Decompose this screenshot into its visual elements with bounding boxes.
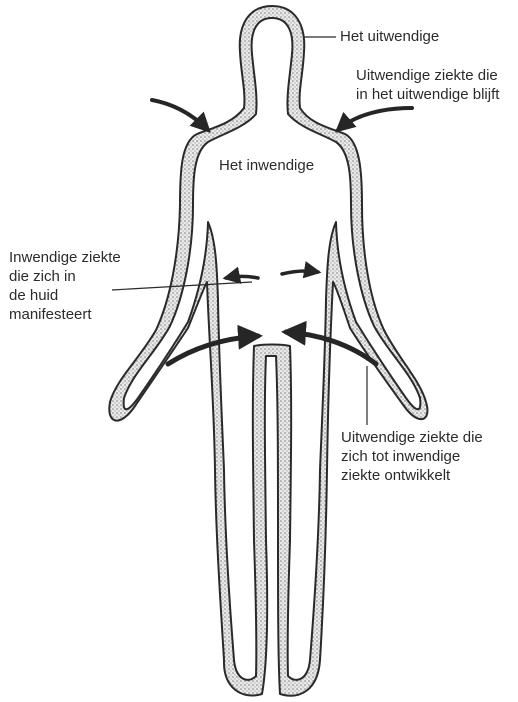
label-outer-line: Het uitwendige [340,27,439,46]
label-internal-disease-line-2: die zich in [9,267,121,286]
label-developing-disease-line-2: zich tot inwendige [341,447,483,466]
label-internal-disease-line-3: de huid [9,286,121,305]
label-internal-disease-line-4: manifesteert [9,305,121,324]
label-developing-disease: Uitwendige ziekte die zich tot inwendige… [341,428,483,485]
label-internal-disease: Inwendige ziekte die zich in de huid man… [9,248,121,324]
label-developing-disease-line-1: Uitwendige ziekte die [341,428,483,447]
label-inner-line: Het inwendige [219,156,314,175]
arrow-left-shoulder [152,100,208,130]
label-internal-disease-line-1: Inwendige ziekte [9,248,121,267]
label-developing-disease-line-3: ziekte ontwikkelt [341,466,483,485]
label-external-disease-line-1: Uitwendige ziekte die [356,66,499,85]
label-outer: Het uitwendige [340,27,439,46]
arrow-internal-left [226,277,258,279]
arrow-right-shoulder [338,108,412,130]
label-external-disease-line-2: in het uitwendige blijft [356,85,499,104]
label-external-disease: Uitwendige ziekte die in het uitwendige … [356,66,499,104]
label-inner: Het inwendige [219,156,314,175]
